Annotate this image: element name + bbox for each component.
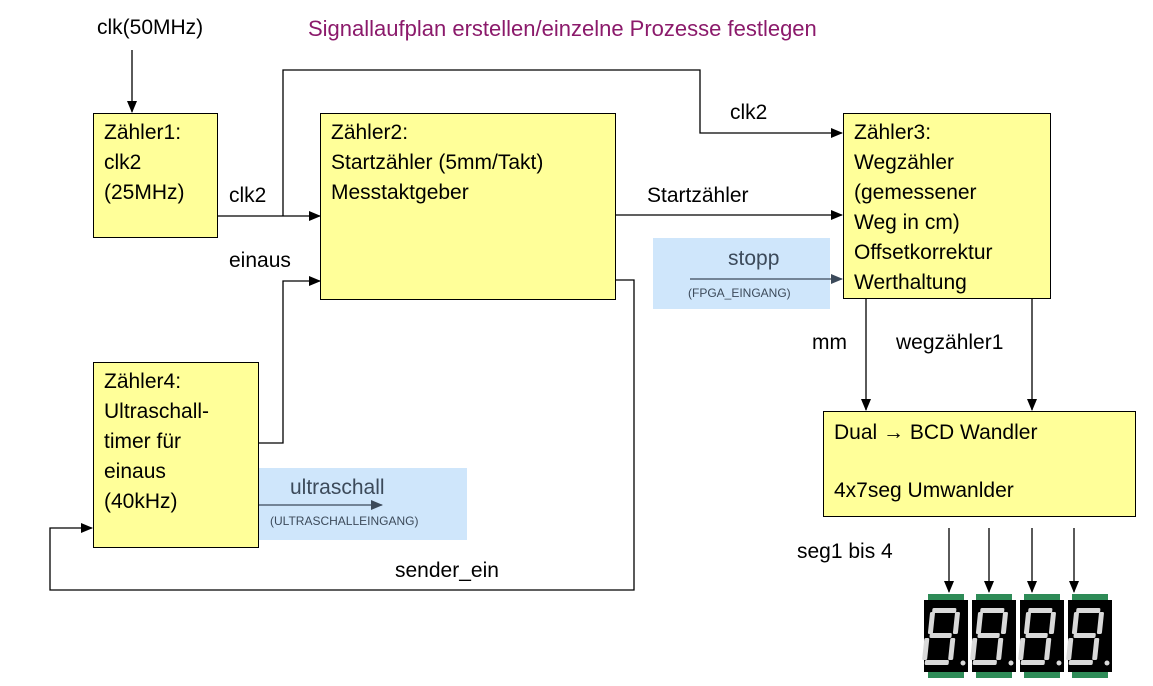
segment [996, 638, 1004, 660]
block-zaehler1-line: Zähler1: [104, 121, 182, 144]
block-zaehler4-line: Zähler4: [104, 370, 182, 393]
block-zaehler2-line: Messtaktgeber [331, 181, 469, 204]
segment [1073, 633, 1096, 638]
segment [977, 633, 1000, 638]
block-zaehler3-line: Weg in cm) [854, 211, 960, 234]
segment [1068, 660, 1093, 665]
segment [975, 612, 983, 634]
wire-einaus [259, 276, 321, 444]
segment [1096, 612, 1104, 634]
seven-segment-digit [970, 594, 1016, 678]
segment [952, 612, 960, 634]
block-zaehler3-line: Offsetkorrektur [854, 241, 993, 264]
segment [932, 608, 957, 613]
ultraschall-input-panel: ultraschall (ULTRASCHALLEINGANG) [255, 468, 467, 540]
block-zaehler4-line: Ultraschall- [104, 400, 210, 423]
stopp-label: stopp [728, 247, 780, 270]
pcb-strip [928, 594, 964, 602]
wire-sender-ein [49, 279, 635, 591]
segment [927, 612, 935, 634]
pcb-strip [1072, 670, 1108, 678]
segment [1025, 633, 1048, 638]
segment [1071, 612, 1079, 634]
stopp-input-panel: stopp (FPGA_EINGANG) [653, 238, 830, 309]
segment [1092, 638, 1100, 660]
pcb-strip [1024, 670, 1060, 678]
block-wandler-line: Dual → BCD Wandler [834, 421, 1038, 444]
segment [1018, 638, 1026, 660]
block-zaehler4: Zähler4: Ultraschall- timer für einaus (… [93, 362, 259, 548]
pcb-strip [1072, 594, 1108, 602]
signal-label-mm: mm [812, 331, 847, 354]
segment [1066, 638, 1074, 660]
segment [924, 660, 949, 665]
signal-label-startzaehler: Startzähler [647, 184, 749, 207]
signal-label-clk2: clk2 [730, 101, 768, 124]
ultraschall-sub-label: (ULTRASCHALLEINGANG) [270, 514, 419, 528]
segment [948, 638, 956, 660]
signal-label-sender-ein: sender_ein [395, 559, 499, 582]
signal-label-wegzaehler1: wegzähler1 [896, 331, 1004, 354]
block-zaehler3: Zähler3: Wegzähler (gemessener Weg in cm… [843, 113, 1051, 299]
block-zaehler2: Zähler2: Startzähler (5mm/Takt) Messtakt… [320, 113, 616, 300]
block-zaehler3-line: Werthaltung [854, 271, 967, 294]
decimal-point [1008, 660, 1014, 666]
segment [929, 633, 952, 638]
seven-segment-digit [1018, 594, 1064, 678]
block-zaehler4-line: (40kHz) [104, 490, 178, 513]
signal-label-clk2: clk2 [229, 184, 267, 207]
segment [922, 638, 930, 660]
block-zaehler2-line: Zähler2: [331, 121, 409, 144]
signal-label-einaus: einaus [229, 249, 291, 272]
block-wandler: Dual → BCD Wandler 4x7seg Umwanlder [823, 411, 1136, 517]
block-zaehler1-line: (25MHz) [104, 181, 185, 204]
block-zaehler3-line: (gemessener [854, 181, 977, 204]
pcb-strip [928, 670, 964, 678]
segment [1028, 608, 1053, 613]
block-zaehler1-line: clk2 [104, 151, 142, 174]
stopp-sub-label: (FPGA_EINGANG) [688, 286, 791, 300]
wire-clk2-to-z3 [282, 69, 843, 216]
block-zaehler1: Zähler1: clk2 (25MHz) [93, 113, 218, 238]
pcb-strip [1024, 594, 1060, 602]
seven-segment-digit [1066, 594, 1112, 678]
decimal-point [1104, 660, 1110, 666]
segment [1000, 612, 1008, 634]
block-zaehler3-line: Zähler3: [854, 121, 932, 144]
ultraschall-label: ultraschall [290, 476, 385, 499]
segment [980, 608, 1005, 613]
segment [970, 638, 978, 660]
segment [1076, 608, 1101, 613]
clock-input-label: clk(50MHz) [97, 16, 204, 39]
block-zaehler3-line: Wegzähler [854, 151, 954, 174]
seven-segment-display-icon [922, 594, 1112, 678]
block-zaehler4-line: timer für [104, 430, 182, 453]
pcb-strip [976, 594, 1012, 602]
pcb-strip [976, 670, 1012, 678]
signal-label-seg: seg1 bis 4 [797, 540, 893, 563]
segment [1048, 612, 1056, 634]
segment [1020, 660, 1045, 665]
block-zaehler2-line: Startzähler (5mm/Takt) [331, 151, 544, 174]
segment [1023, 612, 1031, 634]
block-wandler-line: 4x7seg Umwanlder [834, 479, 1014, 502]
block-zaehler4-line: einaus [104, 460, 166, 483]
diagram-title: Signallaufplan erstellen/einzelne Prozes… [308, 16, 817, 41]
seven-segment-digit [922, 594, 968, 678]
segment [972, 660, 997, 665]
segment [1044, 638, 1052, 660]
decimal-point [1056, 660, 1062, 666]
decimal-point [960, 660, 966, 666]
